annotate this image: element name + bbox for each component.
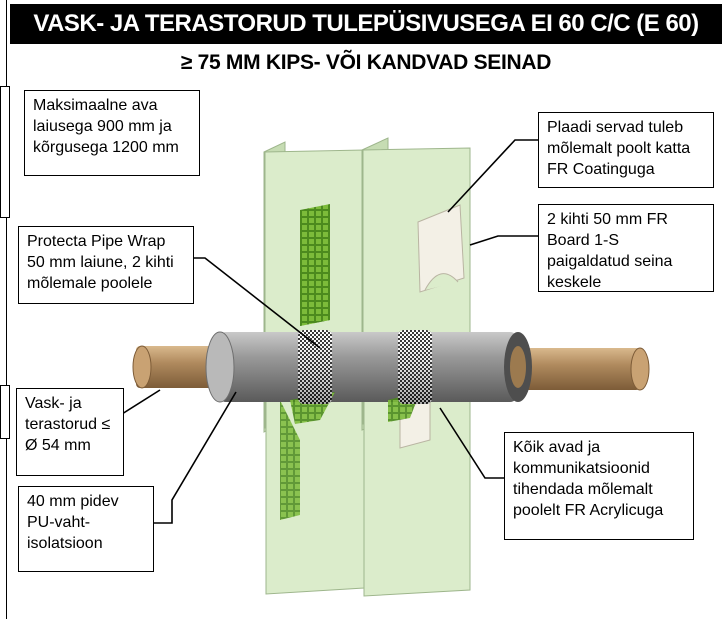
callout-fr-board: 2 kihti 50 mm FR Board 1-S paigaldatud s…: [538, 204, 714, 292]
pipe-wrap-right: [398, 330, 432, 404]
fr-board-upper: [417, 204, 465, 293]
left-wall-lower: [265, 395, 365, 595]
callout-sealant: Kõik avad ja kommunikatsioonid tihendada…: [504, 432, 694, 540]
leader-sealant: [439, 407, 505, 479]
leader-insulation: [152, 391, 237, 524]
page-title: VASK- JA TERASTORUD TULEPÜSIVUSEGA EI 60…: [33, 10, 699, 37]
callout-pipes: Vask- ja terastorud ≤ Ø 54 mm: [16, 388, 124, 476]
leader-board-edges: [447, 139, 540, 213]
title-bar: VASK- JA TERASTORUD TULEPÜSIVUSEGA EI 60…: [10, 4, 722, 44]
page-subtitle: ≥ 75 MM KIPS- VÕI KANDVAD SEINAD: [180, 51, 552, 74]
leader-board: [469, 235, 540, 246]
pipe-wrap-left: [298, 330, 332, 404]
callout-opening: Maksimaalne ava laiusega 900 mm ja kõrgu…: [24, 90, 200, 176]
callout-pipe-wrap: Protecta Pipe Wrap 50 mm laiune, 2 kihti…: [18, 226, 194, 304]
callout-board-edges-text: Plaadi servad tuleb mõlemalt poolt katta…: [547, 119, 691, 178]
callout-insulation: 40 mm pidev PU-vaht-isolatsioon: [18, 486, 154, 572]
callout-board-edges: Plaadi servad tuleb mõlemalt poolt katta…: [538, 112, 714, 188]
right-wall-lower: [363, 395, 471, 597]
callout-sealant-text: Kõik avad ja kommunikatsioonid tihendada…: [513, 439, 664, 519]
callout-pipe-wrap-text: Protecta Pipe Wrap 50 mm laiune, 2 kihti…: [27, 233, 174, 292]
callout-fr-board-text: 2 kihti 50 mm FR Board 1-S paigaldatud s…: [547, 211, 673, 291]
page-frame-left: [6, 0, 7, 619]
leader-pipes: [121, 389, 161, 415]
pu-foam-insulation: [205, 331, 532, 403]
callout-insulation-text: 40 mm pidev PU-vaht-isolatsioon: [27, 493, 119, 552]
callout-opening-text: Maksimaalne ava laiusega 900 mm ja kõrgu…: [33, 97, 179, 156]
left-edge-fragment: [0, 86, 10, 218]
left-edge-fragment: [0, 385, 10, 439]
callout-pipes-text: Vask- ja terastorud ≤ Ø 54 mm: [25, 395, 111, 454]
